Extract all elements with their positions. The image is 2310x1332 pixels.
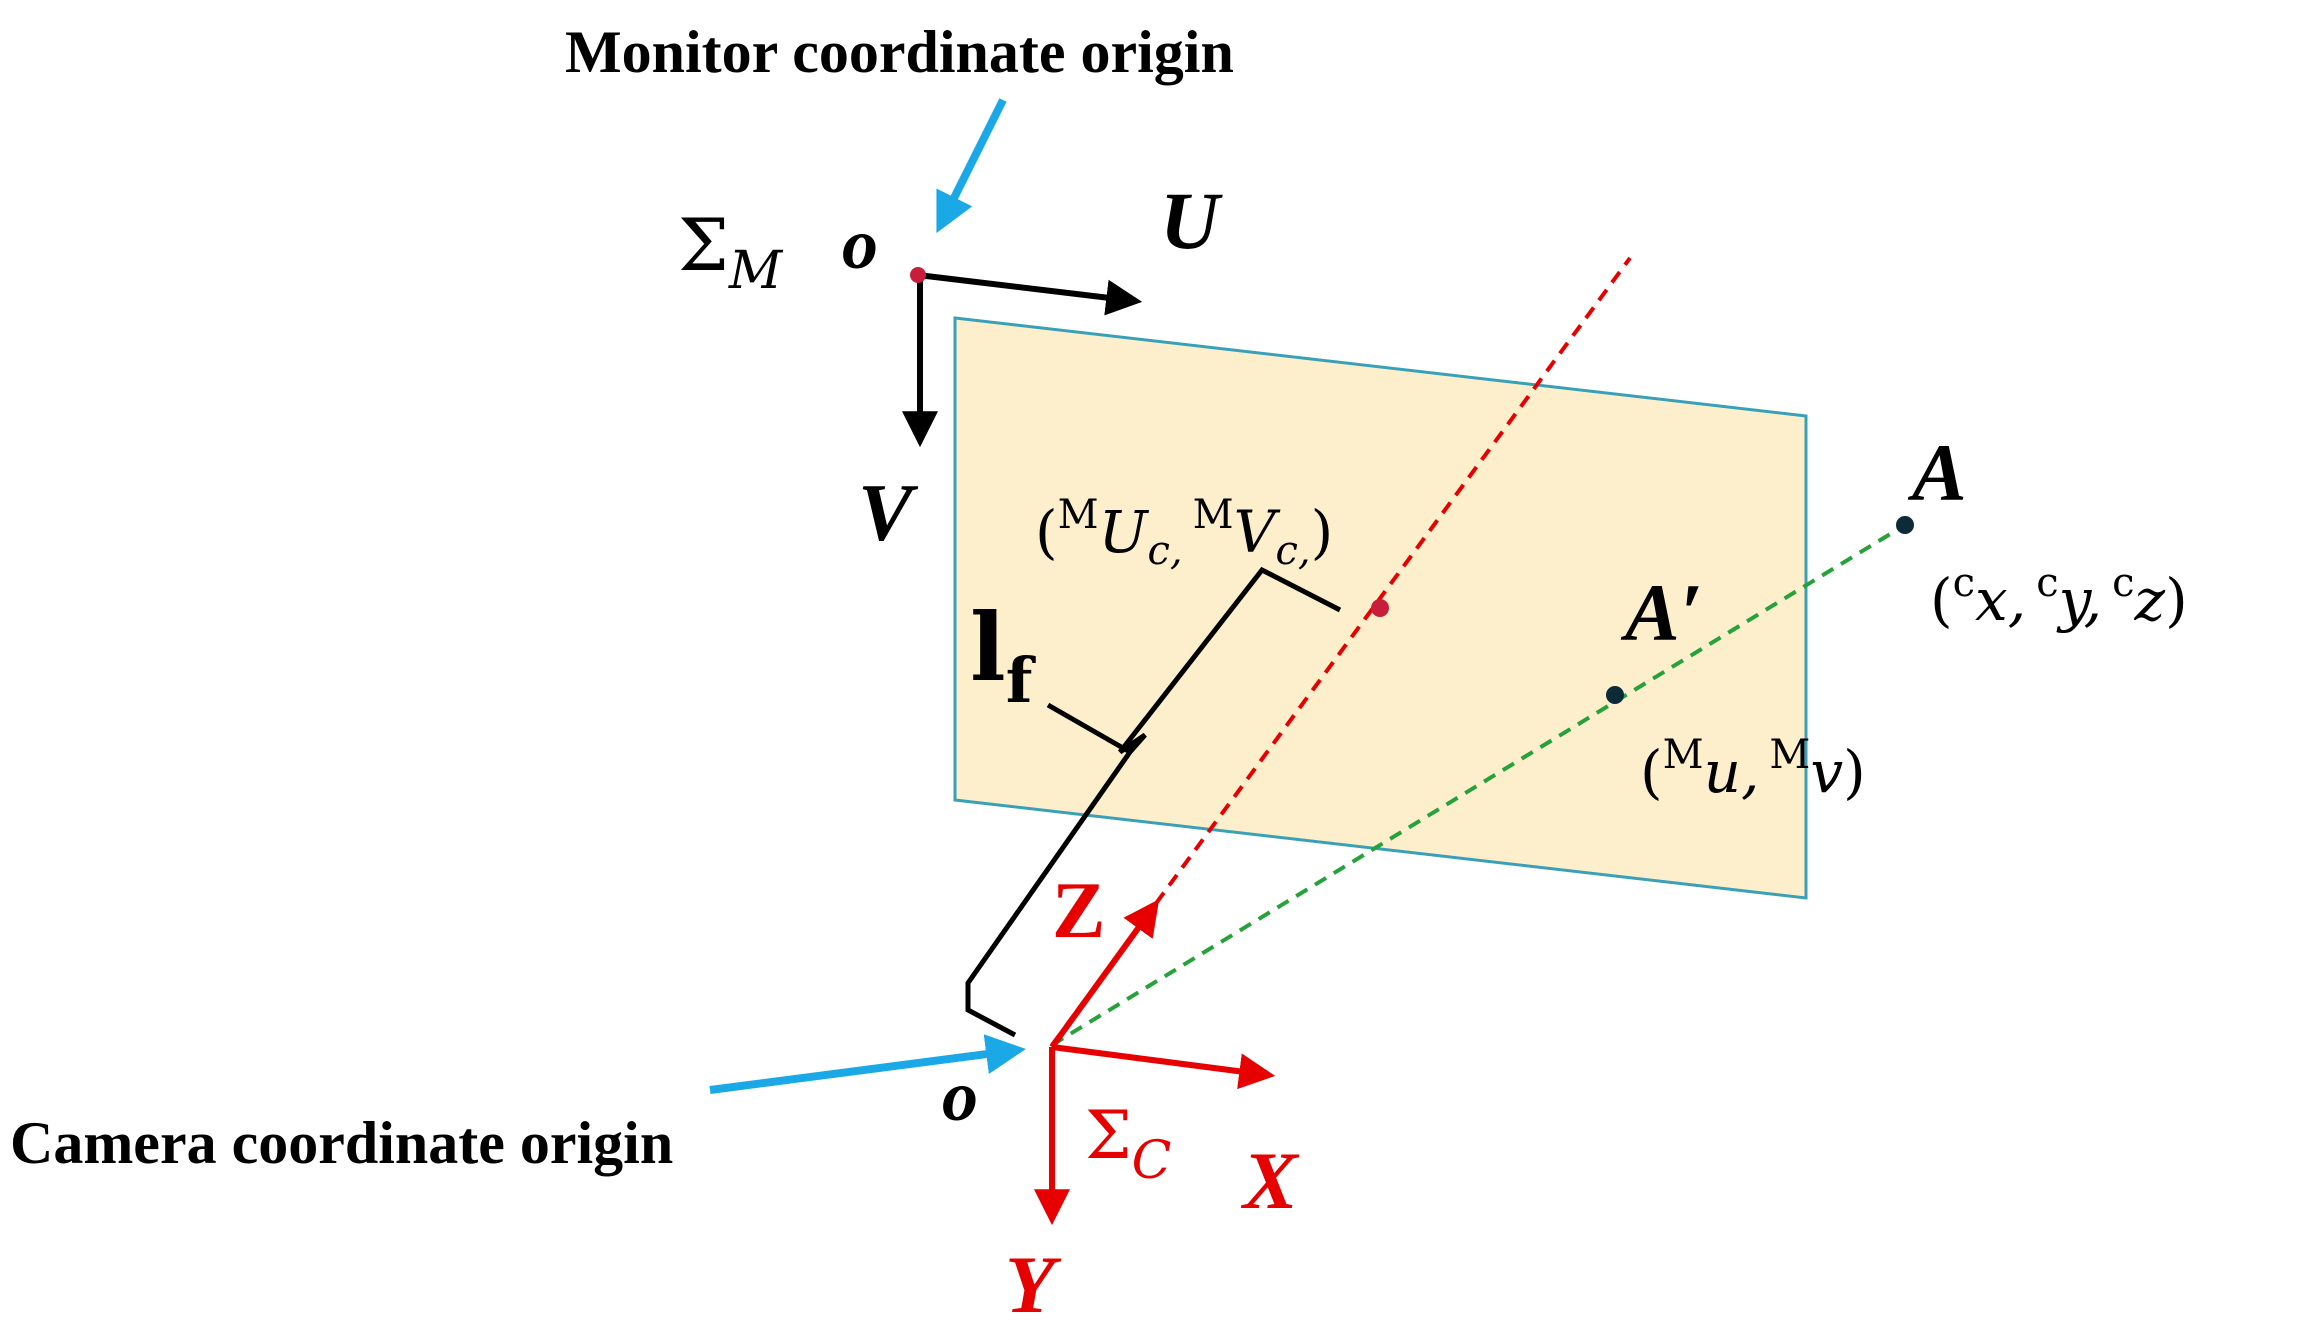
projection-ray (1050, 523, 1907, 1047)
point-a-label: A (1907, 427, 1967, 518)
monitor-o-label: o (842, 204, 878, 284)
focal-length-bracket (965, 566, 1342, 1038)
point-a-prime-label: A′ (1620, 567, 1703, 658)
v-axis-label: V (858, 467, 919, 558)
camera-o-label: o (942, 1056, 978, 1136)
principal-point-coords: (MUc,MVc,) (1035, 492, 1333, 574)
u-axis-arrow (917, 272, 1143, 316)
point-a-prime-coords: (Mu,Mv) (1640, 732, 1866, 806)
focal-length-label: lf (970, 593, 1036, 717)
monitor-origin-pointer-icon (936, 98, 1007, 234)
monitor-origin-caption: Monitor coordinate origin (565, 19, 1234, 85)
principal-point (1371, 599, 1389, 617)
focal-bracket-tick (1046, 702, 1132, 755)
x-axis-arrow (1051, 1044, 1276, 1090)
camera-origin-pointer-icon (709, 1034, 1026, 1094)
sigma-m-label: ΣM (678, 203, 784, 301)
point-a (1896, 516, 1914, 534)
sigma-c-label: ΣC (1085, 1097, 1171, 1191)
z-axis-arrow (1049, 899, 1160, 1049)
u-axis-label: U (1160, 175, 1223, 266)
monitor-origin-point (910, 267, 926, 283)
z-axis-label: Z (1052, 867, 1105, 955)
y-axis-label: Y (1005, 1239, 1062, 1330)
camera-origin-caption: Camera coordinate origin (10, 1110, 673, 1176)
point-a-prime (1606, 686, 1624, 704)
point-a-coords: (cx,cy,cz) (1930, 560, 2188, 634)
x-axis-label: X (1240, 1135, 1300, 1226)
